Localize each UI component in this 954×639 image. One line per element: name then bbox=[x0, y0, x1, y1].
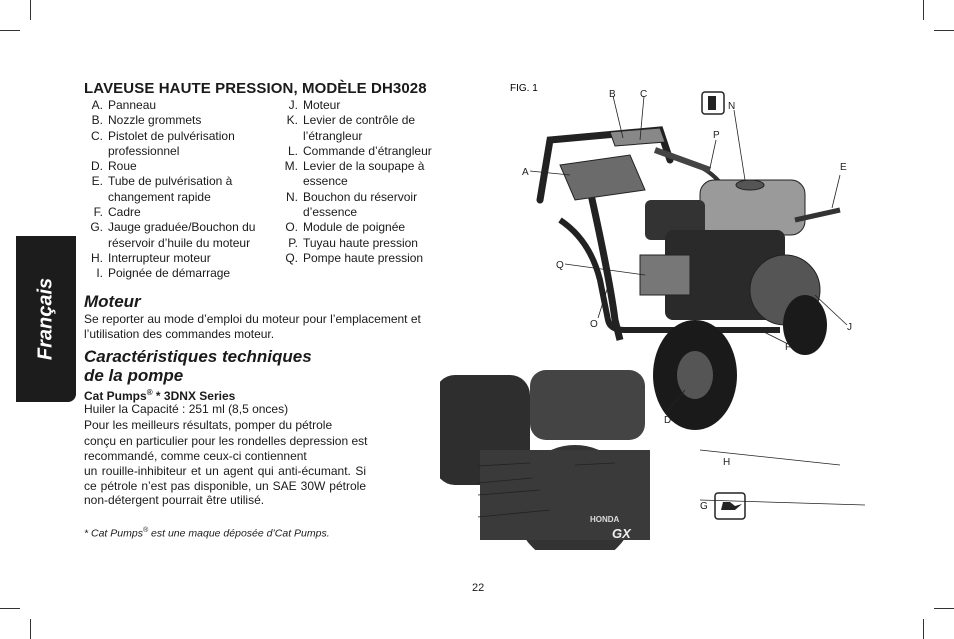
list-item: H.Interrupteur moteur bbox=[91, 250, 211, 265]
engine-detail-body bbox=[480, 450, 650, 540]
list-item: P.Tuyau haute pression bbox=[288, 235, 418, 250]
list-item: G.Jauge graduée/Bouchon du réservoir d’h… bbox=[90, 220, 256, 250]
list-item: B.Nozzle grommets bbox=[91, 113, 202, 128]
list-item: F.Cadre bbox=[93, 205, 141, 220]
callout-a: A bbox=[522, 167, 529, 178]
panel bbox=[559, 154, 646, 201]
high-pressure-pump bbox=[639, 254, 691, 296]
language-tab: Français bbox=[16, 236, 76, 402]
oil-can-icon-shape bbox=[721, 502, 742, 510]
spray-gun bbox=[653, 147, 712, 173]
page-title: LAVEUSE HAUTE PRESSION, MODÈLE DH3028 bbox=[84, 80, 427, 97]
engine-brand: HONDA bbox=[590, 515, 620, 524]
list-item: J.Moteur bbox=[288, 98, 341, 112]
list-item: O.Module de poignée bbox=[285, 220, 406, 235]
pump-text-1: Pour les meilleurs résultats, pomper du … bbox=[84, 418, 333, 432]
pressure-washer-figure: FIG. 1 HONDA GX bbox=[440, 83, 866, 550]
list-item: C.Pistolet de pulvérisation professionne… bbox=[91, 128, 235, 158]
oil-capacity: Huiler la Capacité : 251 ml (8,5 onces) bbox=[84, 402, 289, 416]
crop-mark bbox=[30, 0, 31, 20]
list-item: M.Levier de la soupape à essence bbox=[284, 159, 425, 189]
crop-mark bbox=[923, 0, 924, 20]
motor-heading: Moteur bbox=[84, 292, 141, 311]
list-item: E.Tube de pulvérisation à changement rap… bbox=[91, 174, 233, 204]
callout-d: D bbox=[664, 415, 671, 426]
pump-heading: Caractéristiques techniques de la pompe bbox=[84, 347, 312, 385]
callout-q: Q bbox=[556, 260, 564, 271]
list-item: I.Poignée de démarrage bbox=[96, 266, 231, 281]
footnote: * Cat Pumps® est une maque déposée d’Cat… bbox=[84, 527, 330, 540]
list-item: Q.Pompe haute pression bbox=[285, 250, 424, 265]
list-item: D.Roue bbox=[91, 159, 137, 174]
callout-j: J bbox=[847, 322, 852, 333]
fuel-cap bbox=[735, 179, 765, 191]
list-item: L.Commande d’étrangleur bbox=[287, 143, 432, 158]
wheel bbox=[783, 295, 827, 355]
callout-e: E bbox=[840, 162, 847, 173]
crop-mark bbox=[30, 619, 31, 639]
fuel-pump-icon-body bbox=[708, 96, 716, 110]
engine-model: GX bbox=[612, 526, 632, 541]
callout-f: F bbox=[785, 342, 791, 353]
crop-mark bbox=[923, 619, 924, 639]
frame-handle bbox=[536, 126, 674, 204]
callout-h: H bbox=[723, 457, 730, 468]
nozzle-grommets bbox=[609, 127, 666, 147]
language-tab-label: Français bbox=[34, 277, 57, 361]
callout-o: O bbox=[590, 319, 598, 330]
pump-brand-line: Cat Pumps® * 3DNX Series bbox=[84, 388, 236, 403]
callout-n: N bbox=[728, 101, 735, 112]
list-item: K.Levier de contrôle de l’étrangleur bbox=[286, 113, 416, 143]
crop-mark bbox=[934, 30, 954, 31]
callout-lines bbox=[477, 95, 866, 518]
frame bbox=[586, 189, 624, 341]
crop-mark bbox=[0, 608, 20, 609]
pump-text-2: conçu en particulier pour les rondelles … bbox=[84, 434, 368, 463]
callout-b: B bbox=[609, 89, 616, 100]
callout-c: C bbox=[640, 89, 647, 100]
motor-text: Se reporter au mode d’emploi du moteur p… bbox=[84, 312, 421, 341]
spray-wand bbox=[794, 207, 841, 223]
callout-g: G bbox=[700, 501, 708, 512]
crop-mark bbox=[934, 608, 954, 609]
list-item: A.Panneau bbox=[91, 98, 157, 112]
wheel-hub bbox=[677, 351, 713, 399]
list-item: N.Bouchon du réservoir d’essence bbox=[286, 189, 418, 220]
parts-list-left: A.Panneau B.Nozzle grommets C.Pistolet d… bbox=[84, 98, 268, 282]
parts-list-right: J.Moteur K.Levier de contrôle de l’étran… bbox=[279, 98, 449, 266]
pump-text-3: un rouille-inhibiteur et un agent qui an… bbox=[84, 464, 366, 507]
crop-mark bbox=[0, 30, 20, 31]
page-number: 22 bbox=[472, 582, 485, 594]
callout-p: P bbox=[713, 130, 720, 141]
fig-label: FIG. 1 bbox=[510, 83, 538, 94]
engine-detail-tank bbox=[530, 370, 645, 440]
